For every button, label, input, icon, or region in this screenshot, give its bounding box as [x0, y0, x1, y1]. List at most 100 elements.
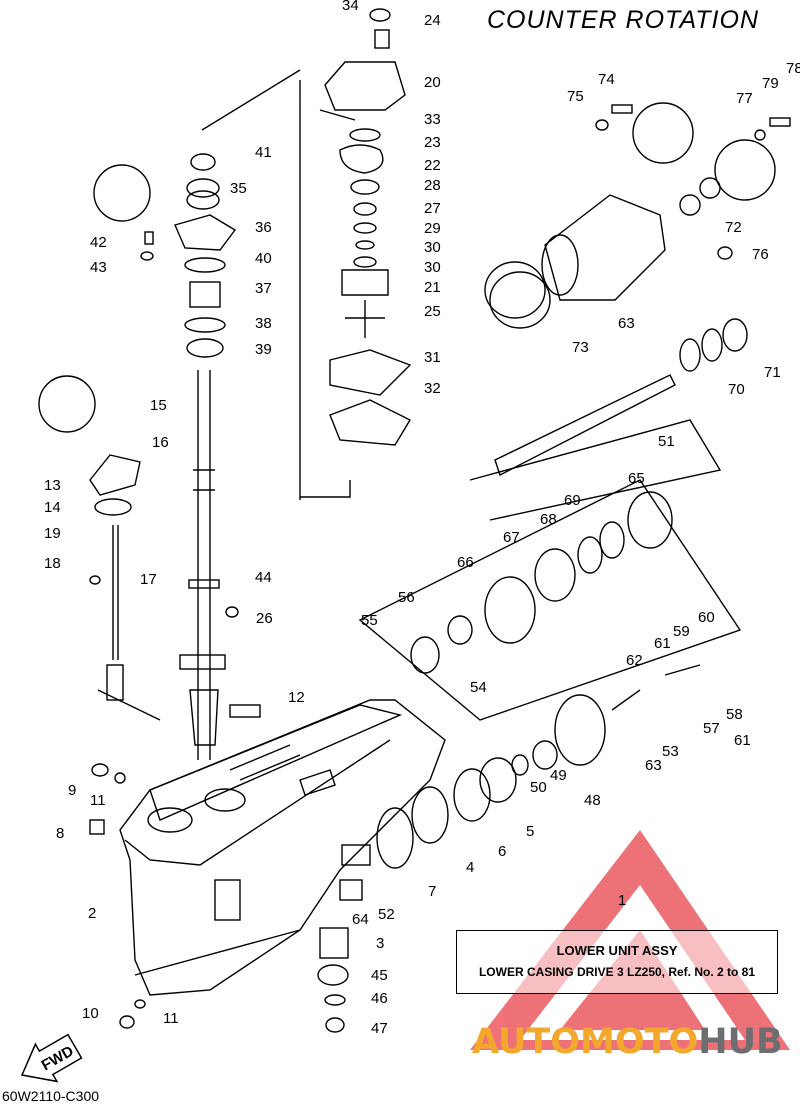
- pinion-assembly: [317, 844, 371, 1033]
- part-label-13: 13: [44, 477, 61, 494]
- part-label-64: 64: [352, 911, 369, 928]
- part-label-6: 6: [498, 843, 506, 860]
- part-label-9: 9: [68, 782, 76, 799]
- callout-circle-housing: [632, 102, 694, 164]
- part-label-61: 61: [654, 635, 671, 652]
- part-label-22: 22: [424, 157, 441, 174]
- part-label-71: 71: [764, 364, 781, 381]
- watermark-part1: AUTOMOTO: [472, 1022, 699, 1062]
- part-label-67: 67: [503, 529, 520, 546]
- part-label-66: 66: [457, 554, 474, 571]
- part-label-31: 31: [424, 349, 441, 366]
- part-label-2: 2: [88, 905, 96, 922]
- part-label-39: 39: [255, 341, 272, 358]
- propeller-shaft-housing: [484, 139, 776, 329]
- diagram-code: 60W2110-C300: [2, 1088, 100, 1104]
- part-label-77: 77: [736, 90, 753, 107]
- part-label-23: 23: [424, 134, 441, 151]
- part-label-53: 53: [662, 743, 679, 760]
- part-label-27: 27: [424, 200, 441, 217]
- part-label-73: 73: [572, 339, 589, 356]
- part-label-35: 35: [230, 180, 247, 197]
- part-label-21: 21: [424, 279, 441, 296]
- part-label-74: 74: [598, 71, 615, 88]
- part-label-17: 17: [140, 571, 157, 588]
- forward-direction-arrow-icon: FWD: [20, 1033, 83, 1083]
- assembly-info-box: LOWER UNIT ASSY LOWER CASING DRIVE 3 LZ2…: [456, 930, 778, 994]
- part-label-11: 11: [163, 1010, 179, 1027]
- callout-circle-shift: [38, 375, 96, 433]
- part-label-3: 3: [376, 935, 384, 952]
- part-label-79: 79: [762, 75, 779, 92]
- part-label-78: 78: [786, 60, 800, 77]
- part-label-8: 8: [56, 825, 64, 842]
- part-label-16: 16: [152, 434, 169, 451]
- part-label-32: 32: [424, 380, 441, 397]
- callout-circle-upper: [93, 164, 151, 222]
- part-label-72: 72: [725, 219, 742, 236]
- part-label-11: 11: [90, 792, 106, 809]
- part-label-14: 14: [44, 499, 61, 516]
- part-label-45: 45: [371, 967, 388, 984]
- part-label-51: 51: [658, 433, 675, 450]
- diagram-title: COUNTER ROTATION: [487, 6, 760, 34]
- part-label-69: 69: [564, 492, 581, 509]
- part-label-15: 15: [150, 397, 167, 414]
- part-label-37: 37: [255, 280, 272, 297]
- part-label-43: 43: [90, 259, 107, 276]
- part-label-1: 1: [618, 892, 626, 909]
- shift-rod: [89, 454, 141, 701]
- fasteners: [89, 104, 791, 1029]
- water-pump-stack: [201, 8, 412, 500]
- part-label-20: 20: [424, 74, 441, 91]
- part-label-30: 30: [424, 259, 441, 276]
- part-label-75: 75: [567, 88, 584, 105]
- part-label-19: 19: [44, 525, 61, 542]
- part-label-38: 38: [255, 315, 272, 332]
- part-label-36: 36: [255, 219, 272, 236]
- part-label-59: 59: [673, 623, 690, 640]
- part-label-56: 56: [398, 589, 415, 606]
- part-label-68: 68: [540, 511, 557, 528]
- part-label-34: 34: [342, 0, 359, 14]
- part-label-46: 46: [371, 990, 388, 1007]
- part-label-41: 41: [255, 144, 272, 161]
- part-label-63: 63: [645, 757, 662, 774]
- assembly-description: LOWER CASING DRIVE 3 LZ250, Ref. No. 2 t…: [478, 965, 756, 979]
- upper-seal-housing: [174, 153, 237, 358]
- part-label-30: 30: [424, 239, 441, 256]
- watermark-part2: HUB: [698, 1022, 783, 1062]
- part-label-58: 58: [726, 706, 743, 723]
- part-label-63: 63: [618, 315, 635, 332]
- part-label-65: 65: [628, 470, 645, 487]
- part-number-labels: 1234567891011111213141516171819202122232…: [44, 0, 800, 1037]
- part-label-18: 18: [44, 555, 61, 572]
- propeller-shaft: [469, 318, 748, 521]
- part-label-70: 70: [728, 381, 745, 398]
- watermark-logo: AUTOMOTOHUB: [472, 1022, 783, 1062]
- part-label-29: 29: [424, 220, 441, 237]
- part-label-40: 40: [255, 250, 272, 267]
- part-label-4: 4: [466, 859, 474, 876]
- lower-casing: [119, 699, 446, 996]
- part-label-44: 44: [255, 569, 272, 586]
- part-label-10: 10: [82, 1005, 99, 1022]
- part-label-49: 49: [550, 767, 567, 784]
- part-label-47: 47: [371, 1020, 388, 1037]
- part-label-50: 50: [530, 779, 547, 796]
- forward-gear-assembly: [358, 479, 742, 721]
- part-label-55: 55: [361, 612, 378, 629]
- leader-line: [97, 689, 161, 721]
- part-label-7: 7: [428, 883, 436, 900]
- drive-shaft: [179, 370, 226, 760]
- part-label-62: 62: [626, 652, 643, 669]
- part-label-76: 76: [752, 246, 769, 263]
- part-label-33: 33: [424, 111, 441, 128]
- part-label-54: 54: [470, 679, 487, 696]
- part-label-5: 5: [526, 823, 534, 840]
- part-label-28: 28: [424, 177, 441, 194]
- assembly-name: LOWER UNIT ASSY: [556, 943, 678, 958]
- part-label-24: 24: [424, 12, 441, 29]
- part-label-61: 61: [734, 732, 751, 749]
- part-label-26: 26: [256, 610, 273, 627]
